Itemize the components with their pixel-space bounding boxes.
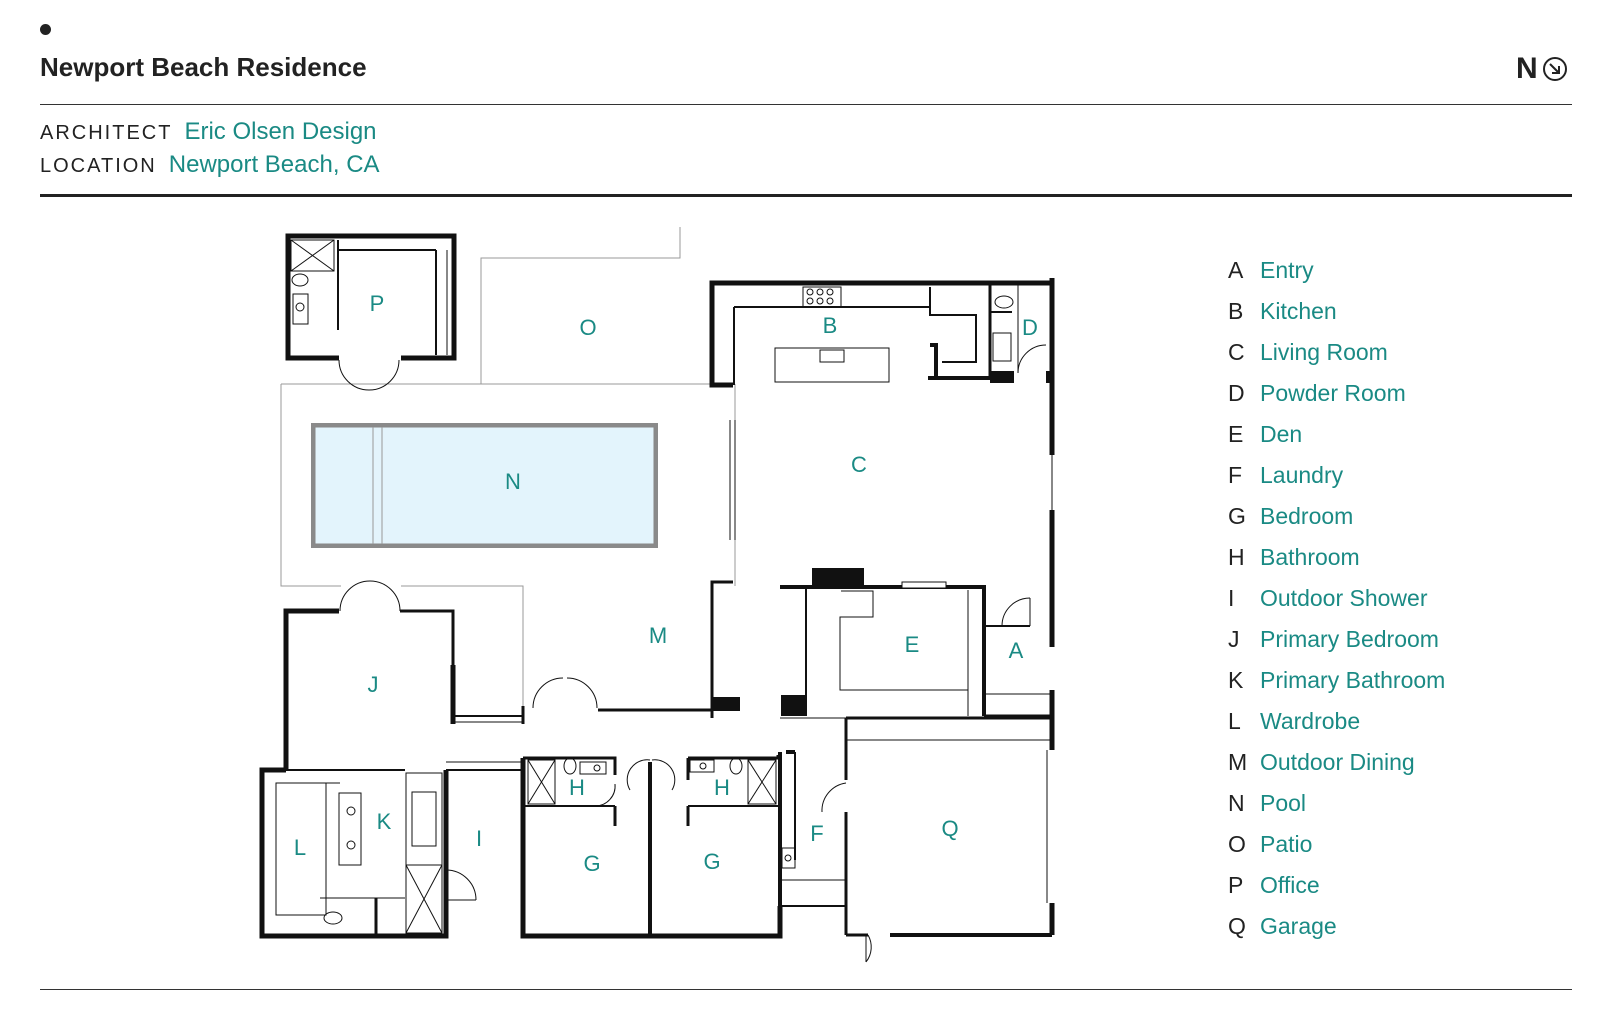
garage-walls [821, 716, 1055, 963]
legend-label: Entry [1260, 257, 1314, 283]
legend-label: Primary Bathroom [1260, 667, 1446, 693]
room-label-f: F [810, 821, 823, 846]
legend-label: Pool [1260, 790, 1307, 816]
room-label-d: D [1022, 315, 1038, 340]
room-label-i: I [476, 826, 482, 851]
page-title: Newport Beach Residence [40, 52, 367, 82]
legend-item: Q Garage [1228, 906, 1445, 947]
legend-key: P [1228, 872, 1244, 898]
legend-item: H Bathroom [1228, 537, 1445, 578]
room-label-a: A [1009, 638, 1024, 663]
room-label-n: N [505, 469, 521, 494]
room-label-j: J [368, 672, 379, 697]
room-label-h: H [569, 775, 585, 800]
room-label-e: E [905, 632, 920, 657]
footer-divider [40, 989, 1572, 990]
legend-key: I [1228, 585, 1235, 611]
legend-item: P Office [1228, 865, 1445, 906]
legend-item: G Bedroom [1228, 496, 1445, 537]
legend-key: B [1228, 298, 1244, 324]
architect-label: ARCHITECT [40, 122, 173, 144]
legend-key: H [1228, 544, 1245, 570]
legend-label: Kitchen [1260, 298, 1337, 324]
legend-item: B Kitchen [1228, 291, 1445, 332]
main-house-walls [709, 278, 1055, 750]
legend-item: A Entry [1228, 250, 1445, 291]
legend-key: A [1228, 257, 1244, 283]
legend-item: D Powder Room [1228, 373, 1445, 414]
legend-item: M Outdoor Dining [1228, 742, 1445, 783]
legend-key: Q [1228, 913, 1246, 939]
legend-label: Laundry [1260, 462, 1344, 488]
room-label-o: O [579, 315, 596, 340]
legend-label: Garage [1260, 913, 1337, 939]
legend-item: I Outdoor Shower [1228, 578, 1445, 619]
legend-key: C [1228, 339, 1245, 365]
legend-label: Bedroom [1260, 503, 1354, 529]
pool-water [314, 426, 655, 545]
legend-item: C Living Room [1228, 332, 1445, 373]
north-indicator: N [1516, 54, 1568, 84]
legend-label: Powder Room [1260, 380, 1406, 406]
legend-item: E Den [1228, 414, 1445, 455]
legend-item: L Wardrobe [1228, 701, 1445, 742]
legend-label: Outdoor Dining [1260, 749, 1415, 775]
legend-label: Patio [1260, 831, 1313, 857]
legend-item: J Primary Bedroom [1228, 619, 1445, 660]
room-label-b: B [823, 313, 838, 338]
legend-key: L [1228, 708, 1241, 734]
location-value: Newport Beach, CA [168, 151, 380, 178]
office-walls [285, 233, 457, 391]
architect-row: ARCHITECT Eric Olsen Design [40, 118, 377, 146]
legend-key: J [1228, 626, 1240, 652]
legend-label: Den [1260, 421, 1303, 447]
legend-item: N Pool [1228, 783, 1445, 824]
legend-key: M [1228, 749, 1248, 775]
location-label: LOCATION [40, 155, 157, 177]
architect-value: Eric Olsen Design [184, 118, 377, 145]
legend-key: F [1228, 462, 1243, 488]
room-label-h: H [714, 775, 730, 800]
bullet-dot [40, 24, 51, 35]
room-label-k: K [377, 809, 392, 834]
legend-item: K Primary Bathroom [1228, 660, 1445, 701]
room-label-g: G [583, 851, 600, 876]
room-legend: A Entry B Kitchen C Living Room D Powder Roo… [1228, 250, 1445, 947]
header-divider [40, 104, 1572, 105]
legend-label: Office [1260, 872, 1320, 898]
room-label-g: G [703, 849, 720, 874]
legend-label: Bathroom [1260, 544, 1360, 570]
meta-divider [40, 194, 1572, 197]
legend-key: K [1228, 667, 1244, 693]
legend-item: O Patio [1228, 824, 1445, 865]
column-blocks [712, 371, 1052, 716]
room-label-q: Q [941, 816, 958, 841]
room-label-m: M [649, 623, 667, 648]
legend-label: Wardrobe [1260, 708, 1361, 734]
legend-key: G [1228, 503, 1246, 529]
bedroom-wing-walls [520, 717, 846, 939]
legend-label: Outdoor Shower [1260, 585, 1428, 611]
north-label: N [1516, 52, 1538, 85]
legend-item: F Laundry [1228, 455, 1445, 496]
room-label-l: L [294, 835, 306, 860]
location-row: LOCATION Newport Beach, CA [40, 151, 380, 179]
legend-label: Primary Bedroom [1260, 626, 1439, 652]
legend-key: D [1228, 380, 1245, 406]
north-arrow-icon [1542, 57, 1567, 81]
legend-key: E [1228, 421, 1244, 447]
room-label-c: C [851, 452, 867, 477]
legend-key: O [1228, 831, 1246, 857]
primary-suite-walls [259, 580, 712, 939]
legend-key: N [1228, 790, 1245, 816]
legend-label: Living Room [1260, 339, 1388, 365]
room-label-p: P [370, 291, 385, 316]
